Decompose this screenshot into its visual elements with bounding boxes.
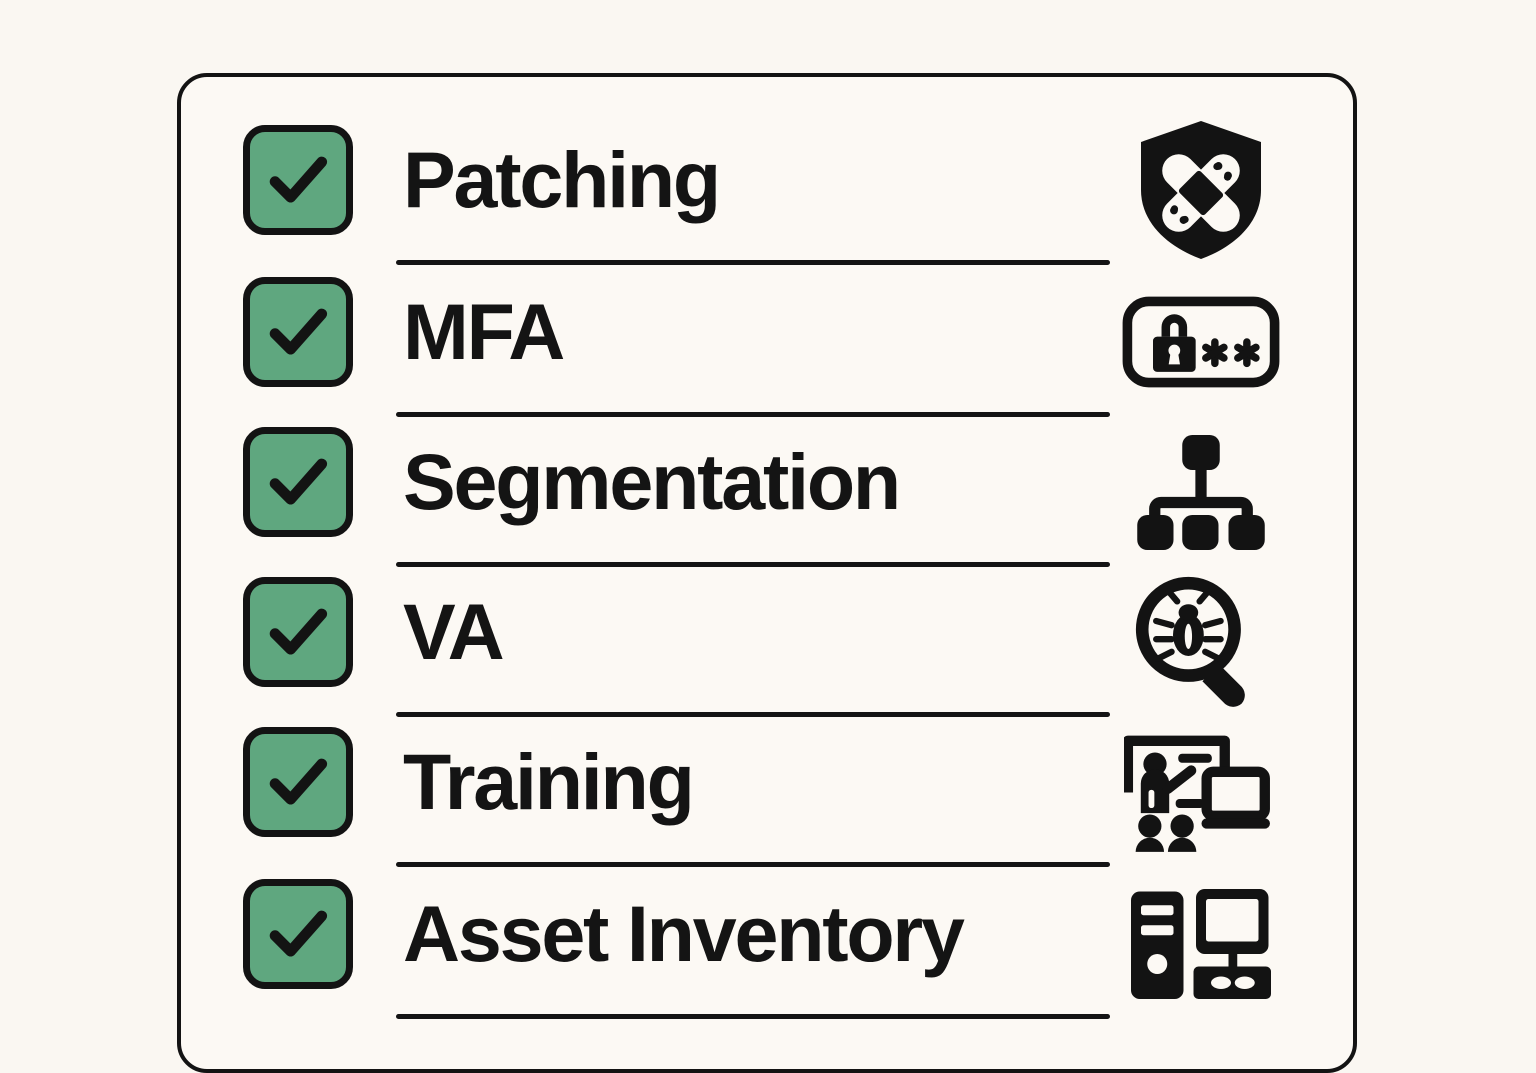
list-item[interactable]: Patching [181, 115, 1353, 265]
checkmark-icon [269, 156, 328, 203]
checkmark-icon [269, 608, 328, 655]
list-item-label: MFA [403, 286, 565, 376]
list-item-label: Training [403, 736, 695, 826]
checkbox-mfa[interactable] [243, 277, 353, 387]
checkbox-training[interactable] [243, 727, 353, 837]
checkbox-va[interactable] [243, 577, 353, 687]
shield-bandage-icon [1121, 115, 1281, 265]
checkbox-segmentation[interactable] [243, 427, 353, 537]
list-item-label: VA [403, 586, 505, 676]
list-item-label: Asset Inventory [403, 888, 965, 978]
checkmark-icon [269, 458, 328, 505]
classroom-presentation-icon [1121, 717, 1281, 867]
list-item[interactable]: MFA [181, 267, 1353, 417]
list-item-label: Patching [403, 134, 721, 224]
list-item[interactable]: Segmentation [181, 417, 1353, 567]
checkbox-patching[interactable] [243, 125, 353, 235]
security-controls-checklist-card: Patching [177, 73, 1357, 1073]
row-divider [396, 862, 1110, 867]
checkmark-icon [269, 910, 328, 957]
network-hierarchy-icon [1121, 417, 1281, 567]
list-item-label: Segmentation [403, 436, 901, 526]
row-divider [396, 1014, 1110, 1019]
desktop-computer-icon [1121, 869, 1281, 1019]
row-divider [396, 712, 1110, 717]
list-item[interactable]: Training [181, 717, 1353, 867]
checkbox-asset-inventory[interactable] [243, 879, 353, 989]
checkmark-icon [269, 758, 328, 805]
list-item[interactable]: VA [181, 567, 1353, 717]
row-divider [396, 412, 1110, 417]
list-item[interactable]: Asset Inventory [181, 869, 1353, 1019]
row-divider [396, 562, 1110, 567]
magnifier-bug-icon [1121, 567, 1281, 717]
row-divider [396, 260, 1110, 265]
password-lock-asterisks-icon [1121, 267, 1281, 417]
checkmark-icon [269, 308, 328, 355]
